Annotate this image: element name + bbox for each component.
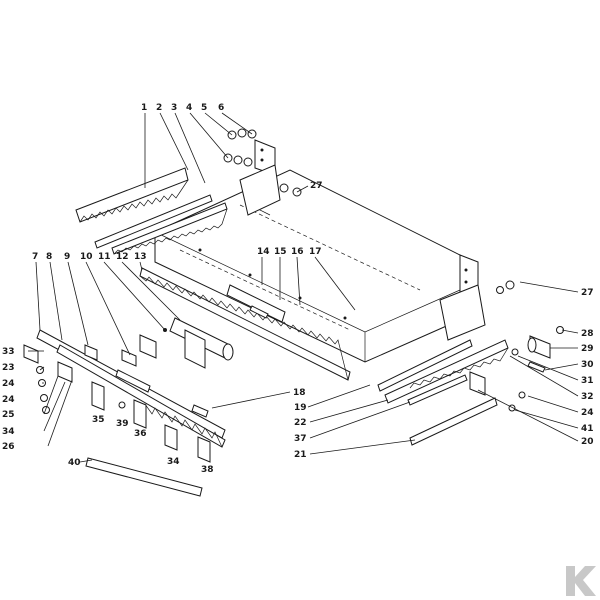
callout-28: 28	[581, 329, 594, 339]
knife-bar-center	[139, 267, 351, 381]
knife-drive-assembly	[163, 284, 286, 369]
callout-34-left: 34	[2, 427, 15, 437]
callout-19: 19	[294, 403, 307, 413]
callout-17: 17	[309, 247, 322, 257]
callout-23: 23	[2, 363, 15, 373]
brand-logo	[566, 566, 596, 596]
callout-40: 40	[68, 458, 81, 468]
callout-5: 5	[201, 103, 207, 113]
callout-30: 30	[581, 360, 594, 370]
callout-24-b: 24	[2, 395, 15, 405]
callout-38: 38	[201, 465, 214, 475]
callout-2: 2	[156, 103, 162, 113]
callout-20: 20	[581, 437, 594, 447]
callout-7: 7	[32, 252, 38, 262]
callout-9: 9	[64, 252, 70, 262]
callout-10: 10	[80, 252, 93, 262]
main-frame	[154, 169, 461, 363]
callout-16: 16	[291, 247, 304, 257]
callout-11: 11	[98, 252, 111, 262]
callout-3: 3	[171, 103, 177, 113]
callout-13: 13	[134, 252, 147, 262]
knife-blade-upper	[75, 167, 189, 223]
callout-35: 35	[92, 415, 105, 425]
callout-12: 12	[116, 252, 129, 262]
callout-27-right: 27	[581, 288, 594, 298]
callout-24-right: 24	[581, 408, 594, 418]
callout-24-a: 24	[2, 379, 15, 389]
callout-34-center: 34	[167, 457, 180, 467]
callout-15: 15	[274, 247, 287, 257]
callout-31: 31	[581, 376, 594, 386]
right-bracket	[439, 254, 486, 341]
callout-labels: 1 2 3 4 5 6 27 14 15 16 17 7 8 9 10 11 1…	[2, 103, 594, 475]
leader-lines	[28, 112, 579, 463]
right-strips	[377, 339, 509, 446]
top-bracket	[239, 139, 281, 216]
callout-27-top: 27	[310, 181, 323, 191]
left-fasteners	[23, 344, 73, 414]
right-hardware	[496, 280, 564, 412]
lower-guide-bar	[85, 457, 203, 497]
knife-guards	[91, 381, 211, 463]
callout-26: 26	[2, 442, 15, 452]
callout-29: 29	[581, 344, 594, 354]
upper-strips	[94, 194, 228, 255]
callout-22: 22	[294, 418, 307, 428]
callout-25: 25	[2, 410, 15, 420]
knife-bar-lower	[36, 329, 226, 448]
callout-18: 18	[293, 388, 306, 398]
callout-21: 21	[294, 450, 307, 460]
callout-39: 39	[116, 419, 129, 429]
callout-41: 41	[581, 424, 594, 434]
callout-36: 36	[134, 429, 147, 439]
callout-4: 4	[186, 103, 192, 113]
callout-8: 8	[46, 252, 52, 262]
top-bolts	[223, 128, 302, 197]
callout-37: 37	[294, 434, 307, 444]
callout-14: 14	[257, 247, 270, 257]
callout-6: 6	[218, 103, 224, 113]
callout-33: 33	[2, 347, 15, 357]
callout-32: 32	[581, 392, 594, 402]
callout-1: 1	[141, 103, 147, 113]
